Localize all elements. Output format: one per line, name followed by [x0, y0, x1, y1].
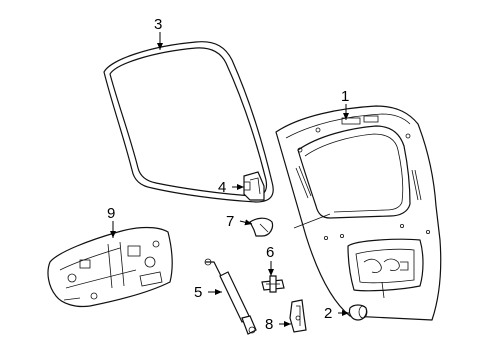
leader-7 — [239, 219, 253, 226]
callouts: 3 1 4 7 9 6 5 2 8 — [107, 16, 349, 333]
leader-lines — [110, 32, 349, 327]
callout-1: 1 — [341, 88, 349, 105]
cap-grommet-part — [348, 304, 368, 321]
gas-strut-part — [204, 258, 257, 335]
callout-8: 8 — [265, 316, 273, 333]
latch-part — [289, 299, 307, 333]
callout-2: 2 — [324, 305, 332, 322]
callout-9: 9 — [107, 205, 115, 222]
callout-6: 6 — [266, 244, 274, 261]
callout-7: 7 — [226, 213, 234, 230]
callout-4: 4 — [218, 179, 226, 196]
liftgate-part — [275, 105, 442, 321]
callout-3: 3 — [154, 16, 162, 33]
bumper-stop-part — [249, 217, 274, 237]
hinge-bracket-part — [243, 171, 265, 201]
weatherstrip-seal-part — [103, 41, 274, 203]
callout-5: 5 — [194, 284, 202, 301]
striker-bolt-part — [261, 275, 285, 293]
trim-panel-part — [47, 226, 173, 308]
